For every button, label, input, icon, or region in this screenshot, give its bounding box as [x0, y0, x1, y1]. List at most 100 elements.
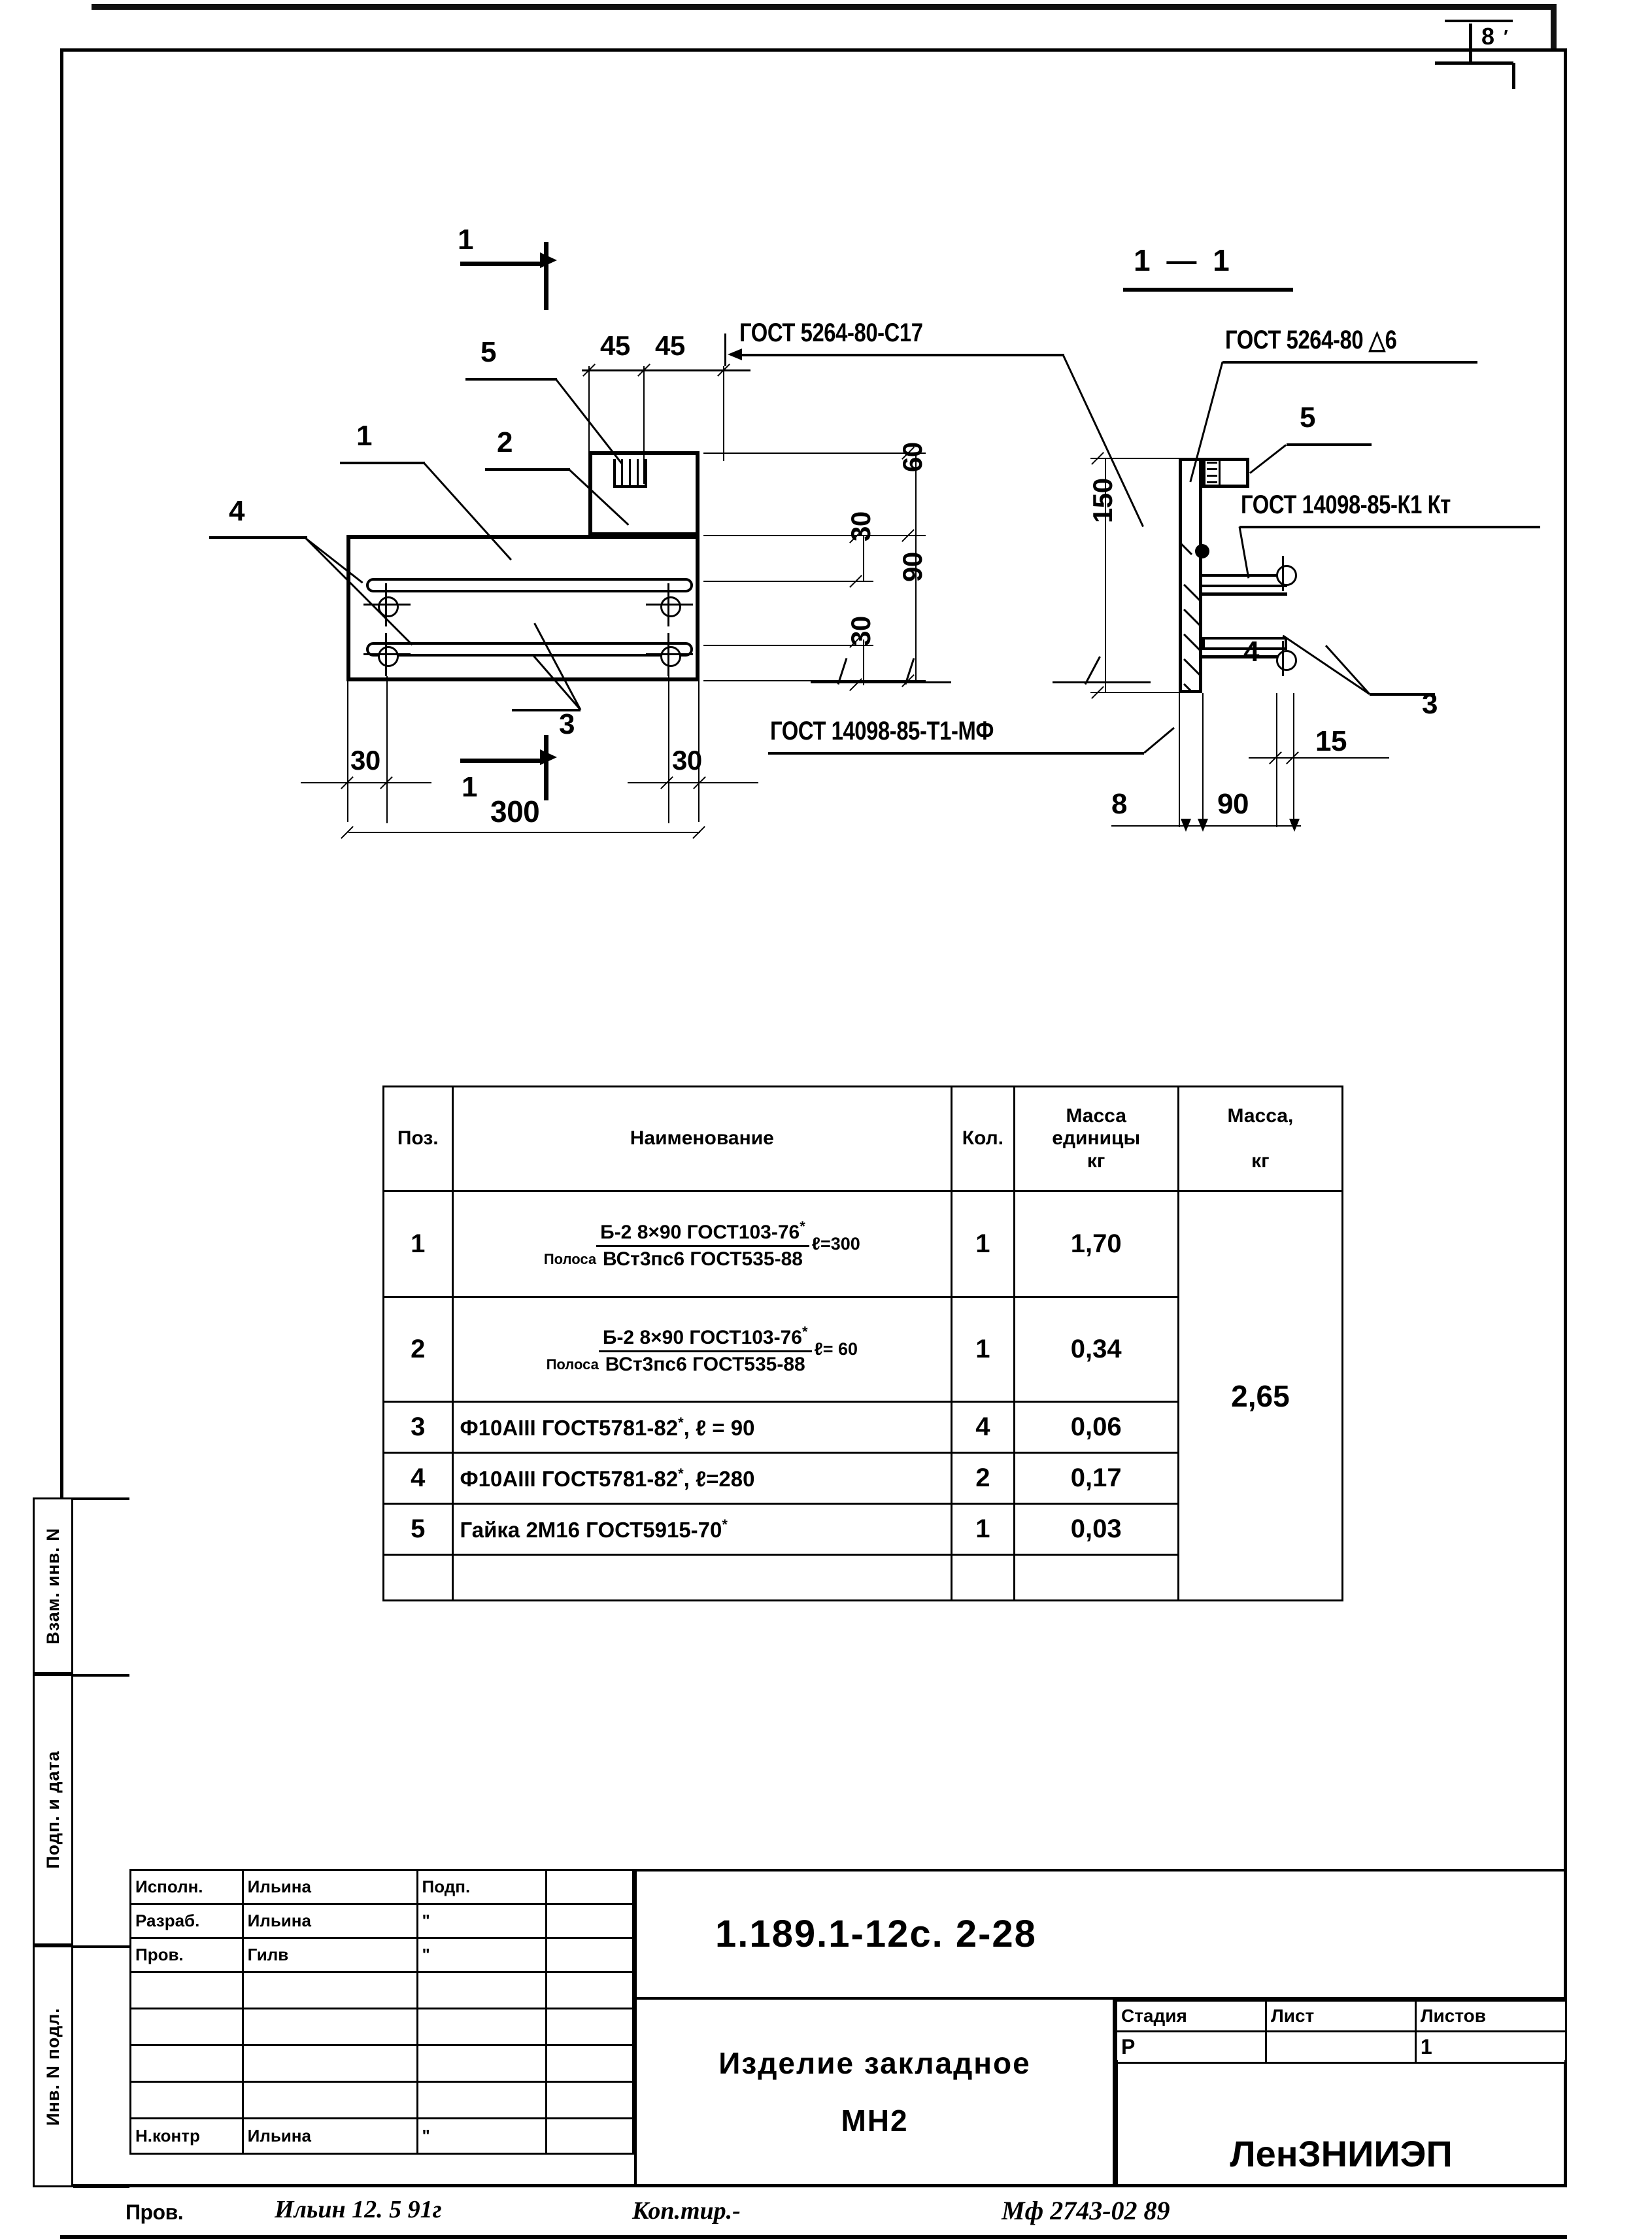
side-strip-inv: Инв. N подл. [33, 1945, 73, 2187]
tb-row-1: Разраб. Ильина " [129, 1903, 635, 1939]
tb-role-3 [129, 1971, 244, 2009]
section-dim-8-arrow-b [1198, 819, 1208, 832]
section-mark-top-label: 1 [458, 224, 473, 256]
stage-header-row: Стадия Лист Листов [1115, 2000, 1568, 2032]
callout-plan-2-shelf [485, 468, 570, 471]
spec-row-5-qty: 1 [951, 1503, 1015, 1556]
tb-name-2: Гилв [241, 1937, 418, 1973]
section-weld-hatch-c [1207, 475, 1217, 477]
callout-plan-5-shelf [465, 378, 557, 381]
organization-name: ЛенЗНИИЭП [1230, 2133, 1453, 2174]
footer-strip: Пров. Ильин 12. 5 91г Коп.тир.- Мф 2743-… [60, 2187, 1567, 2238]
spec-row-5-star: * [722, 1516, 728, 1533]
footer-role: Пров. [126, 2200, 184, 2224]
spec-row-blank [382, 1554, 1343, 1601]
side-strip-vzam: Взам. инв. N [33, 1497, 73, 1674]
side-strip-vzam-label: Взам. инв. N [42, 1527, 63, 1645]
side-strip-rule-c [73, 1945, 129, 1948]
sheets-header: Листов [1414, 2000, 1568, 2032]
plan-dim-30a-line [863, 535, 864, 581]
unit-mass-l1: Масса [1066, 1104, 1126, 1127]
title-block-signatures: Исполн. Ильина Подп. Разраб. Ильина " Пр… [129, 1869, 635, 2155]
spec-row-2-num-star: * [801, 1323, 808, 1340]
weld-note-plan-top-arrow [728, 349, 742, 360]
object-name-line2: МН2 [841, 2104, 909, 2138]
total-mass-l2: кг [1251, 1150, 1270, 1172]
tb-date-2 [545, 1937, 635, 1973]
section-rebar-4-lower [1202, 637, 1287, 650]
section-nut-5-div [1219, 459, 1221, 487]
spec-row-blank-qty [951, 1554, 1015, 1601]
tb-date-6 [545, 2081, 635, 2119]
plan-dim-300-line [348, 832, 700, 833]
tb-name-7: Ильина [241, 2117, 418, 2155]
tb-name-0: Ильина [241, 1869, 418, 1905]
tb-row-3 [129, 1971, 635, 2009]
section-arrow-top-shaft [460, 262, 545, 266]
section-dim-150: 150 [1087, 478, 1118, 523]
section-plate-1 [1179, 458, 1202, 693]
tb-name-6 [241, 2081, 418, 2119]
footer-bottom-rule [60, 2235, 1567, 2239]
weld-note-plan-top-stem [724, 333, 726, 366]
section-title-underline [1123, 288, 1293, 292]
plan-dim-30-left: 30 [350, 745, 380, 776]
plan-dim-30b-line [863, 640, 864, 685]
plan-dim-45-a: 45 [600, 330, 630, 361]
spec-row-1-suffix: ℓ=300 [811, 1234, 860, 1254]
spec-row-4-tail: , ℓ=280 [683, 1466, 755, 1491]
spec-row-4-pos: 4 [382, 1452, 454, 1505]
section-rebar-4-upper-dup [1202, 574, 1287, 587]
unit-mass-l2: единицы [1052, 1127, 1141, 1150]
spec-row-4: 4 Ф10АІІІ ГОСТ5781-82*, ℓ=280 2 0,17 [382, 1452, 1343, 1505]
tb-date-0 [545, 1869, 635, 1905]
drawing-frame-right [1564, 48, 1567, 2187]
spec-total-mass: 2,65 [1177, 1190, 1344, 1601]
tb-sign-0: Подп. [416, 1869, 547, 1905]
spec-row-5-unit-mass: 0,03 [1013, 1503, 1179, 1556]
spec-row-2-pos: 2 [382, 1296, 454, 1403]
callout-plan-3-shelf [512, 709, 581, 711]
tb-role-5 [129, 2044, 244, 2083]
tb-sign-3 [416, 1971, 547, 2009]
title-block-org-cell: ЛенЗНИИЭП [1115, 2060, 1567, 2187]
spec-row-2-den: ВСт3пс6 ГОСТ535-88 [598, 1350, 812, 1376]
plan-dim-45-ext-a [588, 366, 590, 461]
spec-header-unit-mass: Масса единицы кг [1013, 1085, 1179, 1192]
scan-edge-gradient [1632, 0, 1652, 2239]
tb-role-2: Пров. [129, 1937, 244, 1973]
plan-rebar-4-lower [366, 642, 693, 657]
spec-row-2-num: Б-2 8×90 ГОСТ103-76 [602, 1326, 802, 1348]
callout-section-5-shelf [1287, 443, 1372, 446]
page-mark-rule-bottom [1435, 61, 1513, 65]
object-name-line1: Изделие закладное [718, 2046, 1031, 2080]
plan-dim-30b: 30 [845, 616, 876, 646]
plan-anchor-3-b [378, 646, 399, 667]
tb-row-2: Пров. Гилв " [129, 1937, 635, 1973]
tb-name-4 [241, 2008, 418, 2046]
section-arrow-top-head [540, 252, 557, 268]
spec-row-4-star: * [678, 1465, 684, 1482]
page-mark-rule-down [1512, 63, 1515, 89]
spec-row-4-unit-mass: 0,17 [1013, 1452, 1179, 1505]
section-dim-90: 90 [1217, 788, 1249, 820]
spec-row-1-num: Б-2 8×90 ГОСТ103-76 [600, 1221, 800, 1243]
plan-anchor-cl-c-v [667, 583, 669, 626]
title-block-stage-table: Стадия Лист Листов Р 1 [1115, 2000, 1568, 2064]
tb-name-5 [241, 2044, 418, 2083]
plan-ext-30a-bot [703, 581, 873, 582]
tb-date-4 [545, 2008, 635, 2046]
tb-role-7: Н.контр [129, 2117, 244, 2155]
page-mark-rule-left [1469, 24, 1472, 64]
tb-date-7 [545, 2117, 635, 2155]
plan-ext-60-top [703, 453, 926, 454]
sheet-value [1265, 2030, 1417, 2064]
tb-sign-2: " [416, 1937, 547, 1973]
tb-date-3 [545, 1971, 635, 2009]
callout-plan-1: 1 [356, 420, 372, 452]
stage-value: Р [1115, 2030, 1268, 2064]
plan-nut-5 [613, 459, 647, 488]
spec-row-5: 5 Гайка 2М16 ГОСТ5915-70* 1 0,03 [382, 1503, 1343, 1556]
spec-row-3-plain: Ф10АІІІ ГОСТ5781-82 [460, 1415, 679, 1440]
